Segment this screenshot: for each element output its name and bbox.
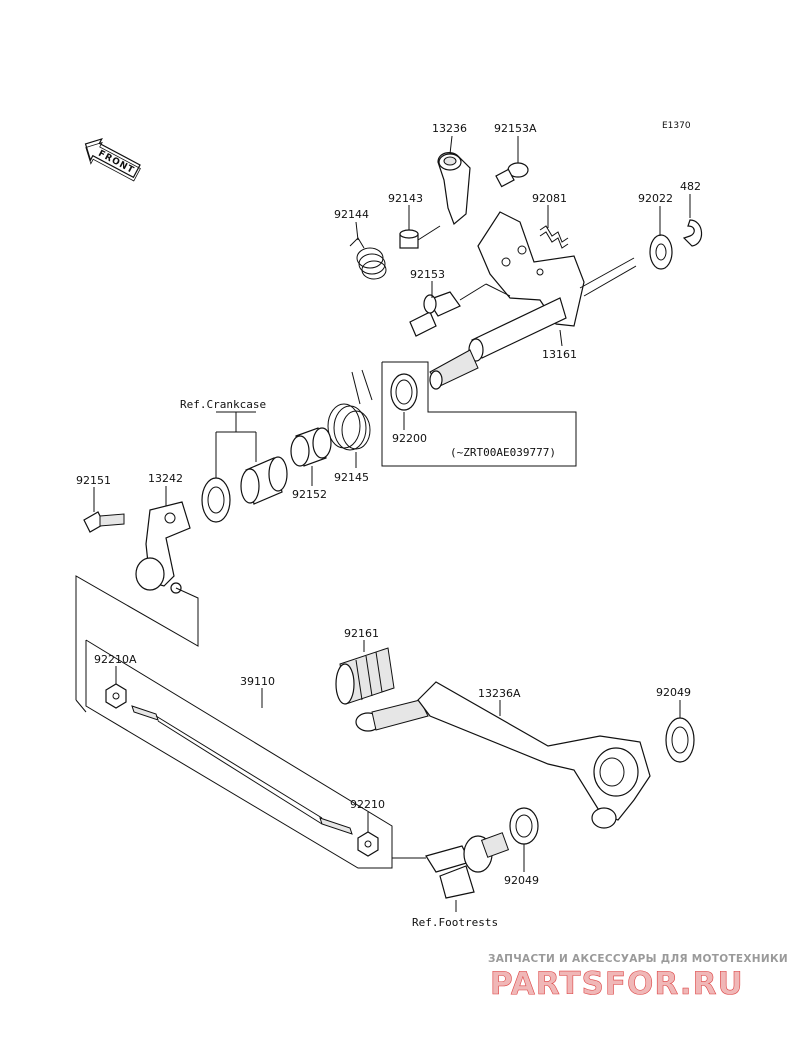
seal-92049-lower — [509, 807, 539, 845]
label-92152: 92152 — [292, 488, 327, 501]
label-13242: 13242 — [148, 472, 183, 485]
oil-seal — [201, 477, 231, 523]
shift-lever-arm — [437, 152, 471, 226]
label-92153: 92153 — [410, 268, 445, 281]
spring-92145 — [327, 369, 373, 451]
spring-92144 — [349, 237, 387, 280]
clevis-joint — [425, 832, 510, 899]
label-39110: 39110 — [240, 675, 275, 688]
washer-92022 — [649, 234, 673, 270]
serial-note-label: (~ZRT00AE039777) — [450, 446, 556, 459]
bolt-92153A — [495, 162, 529, 188]
label-92049-upper: 92049 — [656, 686, 691, 699]
label-92210A: 92210A — [94, 653, 137, 666]
ref-crankcase-label: Ref.Crankcase — [180, 398, 266, 411]
label-92022: 92022 — [638, 192, 673, 205]
spring-92081 — [539, 225, 569, 249]
label-92153A: 92153A — [494, 122, 537, 135]
shaft-assembly-13161 — [429, 211, 637, 390]
nut-92210 — [357, 831, 379, 857]
label-92143: 92143 — [388, 192, 423, 205]
label-92151: 92151 — [76, 474, 111, 487]
bolt-92153 — [409, 283, 511, 337]
label-13236A: 13236A — [478, 687, 521, 700]
label-92145: 92145 — [334, 471, 369, 484]
diagram-code: E1370 — [662, 121, 691, 131]
circlip-482 — [682, 219, 703, 247]
watermark-tagline: ЗАПЧАСТИ И АКСЕССУАРЫ ДЛЯ МОТОТЕХНИКИ — [488, 953, 788, 965]
label-92200: 92200 — [392, 432, 427, 445]
label-92144: 92144 — [334, 208, 369, 221]
lever-13242 — [135, 501, 191, 594]
pedal-rubber-92161 — [335, 647, 395, 705]
serial-note-box — [381, 361, 577, 467]
front-direction-arrow: FRONT — [84, 137, 141, 182]
label-92081: 92081 — [532, 192, 567, 205]
label-13236: 13236 — [432, 122, 467, 135]
bearing — [240, 456, 288, 505]
washer-92200 — [390, 373, 418, 411]
label-482: 482 — [680, 180, 701, 193]
nut-92210A — [105, 683, 127, 709]
tie-rod-39110 — [131, 705, 353, 835]
watermark-logo: PARTSFOR.RU — [490, 966, 744, 1002]
seal-92049-upper — [665, 717, 695, 763]
label-92161: 92161 — [344, 627, 379, 640]
label-92210: 92210 — [350, 798, 385, 811]
collar-92143 — [399, 229, 419, 249]
part-labels: 13236 92153A 92143 92144 92081 92022 482… — [76, 122, 701, 887]
sleeve-92152 — [290, 427, 332, 467]
label-92049-lower: 92049 — [504, 874, 539, 887]
shift-pedal-13236A — [355, 681, 651, 829]
bolt-92151 — [83, 511, 125, 533]
ref-footrests-label: Ref.Footrests — [412, 916, 498, 929]
label-13161: 13161 — [542, 348, 577, 361]
